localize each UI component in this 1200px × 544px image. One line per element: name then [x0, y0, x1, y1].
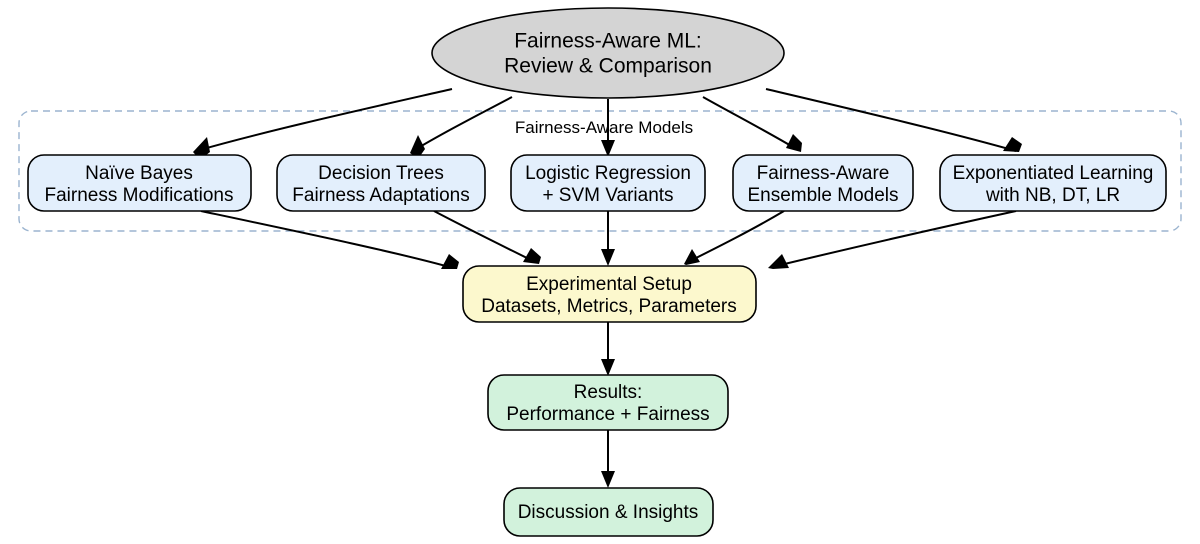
- decision-trees-label-line1: Decision Trees: [318, 163, 444, 184]
- arrowhead-decision-trees-to-setup: [523, 248, 541, 264]
- arrowhead-results-to-discussion: [601, 471, 615, 488]
- results-label-line2: Performance + Fairness: [506, 404, 709, 425]
- fairness-aware-ensemble-label-line1: Fairness-Aware: [757, 163, 890, 184]
- arrowhead-root-to-decision-trees: [410, 135, 425, 159]
- edge-group-models-to-setup: [200, 210, 1017, 269]
- edge-naive-bayes-to-experimental-setup: [200, 210, 454, 269]
- node-experimental-setup[interactable]: Experimental Setup Datasets, Metrics, Pa…: [462, 265, 757, 323]
- logistic-regression-svm-label-line1: Logistic Regression: [525, 163, 691, 184]
- logistic-regression-svm-shape: [510, 154, 706, 212]
- experimental-setup-label-line1: Experimental Setup: [526, 274, 692, 295]
- logistic-regression-svm-label-line2: + SVM Variants: [542, 185, 673, 206]
- arrowhead-root-to-fairness-aware-ensemble: [786, 134, 802, 152]
- fairness-aware-ensemble-label-line2: Ensemble Models: [747, 185, 898, 206]
- edge-group-root-to-models: [193, 88, 1022, 160]
- fairness-aware-ensemble-shape: [732, 154, 914, 212]
- cluster-label: Fairness-Aware Models: [515, 118, 693, 137]
- edge-root-to-fairness-aware-ensemble: [702, 96, 799, 151]
- edge-exponentiated-learning-to-experimental-setup: [771, 210, 1017, 268]
- results-label-line1: Results:: [574, 382, 643, 403]
- exponentiated-learning-label-line1: Exponentiated Learning: [953, 163, 1154, 184]
- node-naive-bayes[interactable]: Naïve Bayes Fairness Modifications: [27, 154, 252, 212]
- node-decision-trees[interactable]: Decision Trees Fairness Adaptations: [276, 154, 486, 212]
- naive-bayes-label-line1: Naïve Bayes: [85, 163, 193, 184]
- edge-fairness-aware-ensemble-to-experimental-setup: [687, 210, 785, 263]
- arrowhead-root-to-logistic-regression-svm: [601, 140, 615, 157]
- naive-bayes-label-line2: Fairness Modifications: [44, 185, 233, 206]
- exponentiated-learning-label-line2: with NB, DT, LR: [985, 185, 1120, 206]
- edge-root-to-naive-bayes: [195, 88, 453, 152]
- edge-root-to-decision-trees: [412, 96, 513, 152]
- naive-bayes-shape: [27, 154, 252, 212]
- decision-trees-shape: [276, 154, 486, 212]
- decision-trees-label-line2: Fairness Adaptations: [292, 185, 469, 206]
- arrowhead-setup-to-results: [601, 359, 615, 376]
- edge-decision-trees-to-experimental-setup: [433, 210, 536, 263]
- arrowhead-ensemble-to-setup: [684, 249, 700, 265]
- root-label-line1: Fairness-Aware ML:: [514, 30, 702, 53]
- discussion-shape: [503, 487, 714, 537]
- arrowhead-naive-bayes-to-setup: [441, 254, 459, 269]
- root-label-line2: Review & Comparison: [504, 55, 712, 78]
- discussion-label: Discussion & Insights: [518, 502, 699, 523]
- node-results[interactable]: Results: Performance + Fairness: [487, 374, 729, 431]
- arrowhead-root-to-exponentiated-learning: [1003, 137, 1022, 152]
- arrowhead-exponentiated-to-setup: [768, 254, 789, 269]
- edge-root-to-exponentiated-learning: [765, 88, 1017, 152]
- results-shape: [487, 374, 729, 431]
- arrowhead-logistic-to-setup: [601, 249, 615, 266]
- experimental-setup-shape: [462, 265, 757, 323]
- node-root[interactable]: Fairness-Aware ML: Review & Comparison: [431, 7, 785, 99]
- node-exponentiated-learning[interactable]: Exponentiated Learning with NB, DT, LR: [939, 154, 1167, 212]
- experimental-setup-label-line2: Datasets, Metrics, Parameters: [481, 296, 737, 317]
- root-ellipse-shape: [431, 7, 785, 99]
- cluster-fairness-aware-models: [18, 110, 1182, 232]
- node-fairness-aware-ensemble[interactable]: Fairness-Aware Ensemble Models: [732, 154, 914, 212]
- exponentiated-learning-shape: [939, 154, 1167, 212]
- node-logistic-regression-svm[interactable]: Logistic Regression + SVM Variants: [510, 154, 706, 212]
- node-discussion[interactable]: Discussion & Insights: [503, 487, 714, 537]
